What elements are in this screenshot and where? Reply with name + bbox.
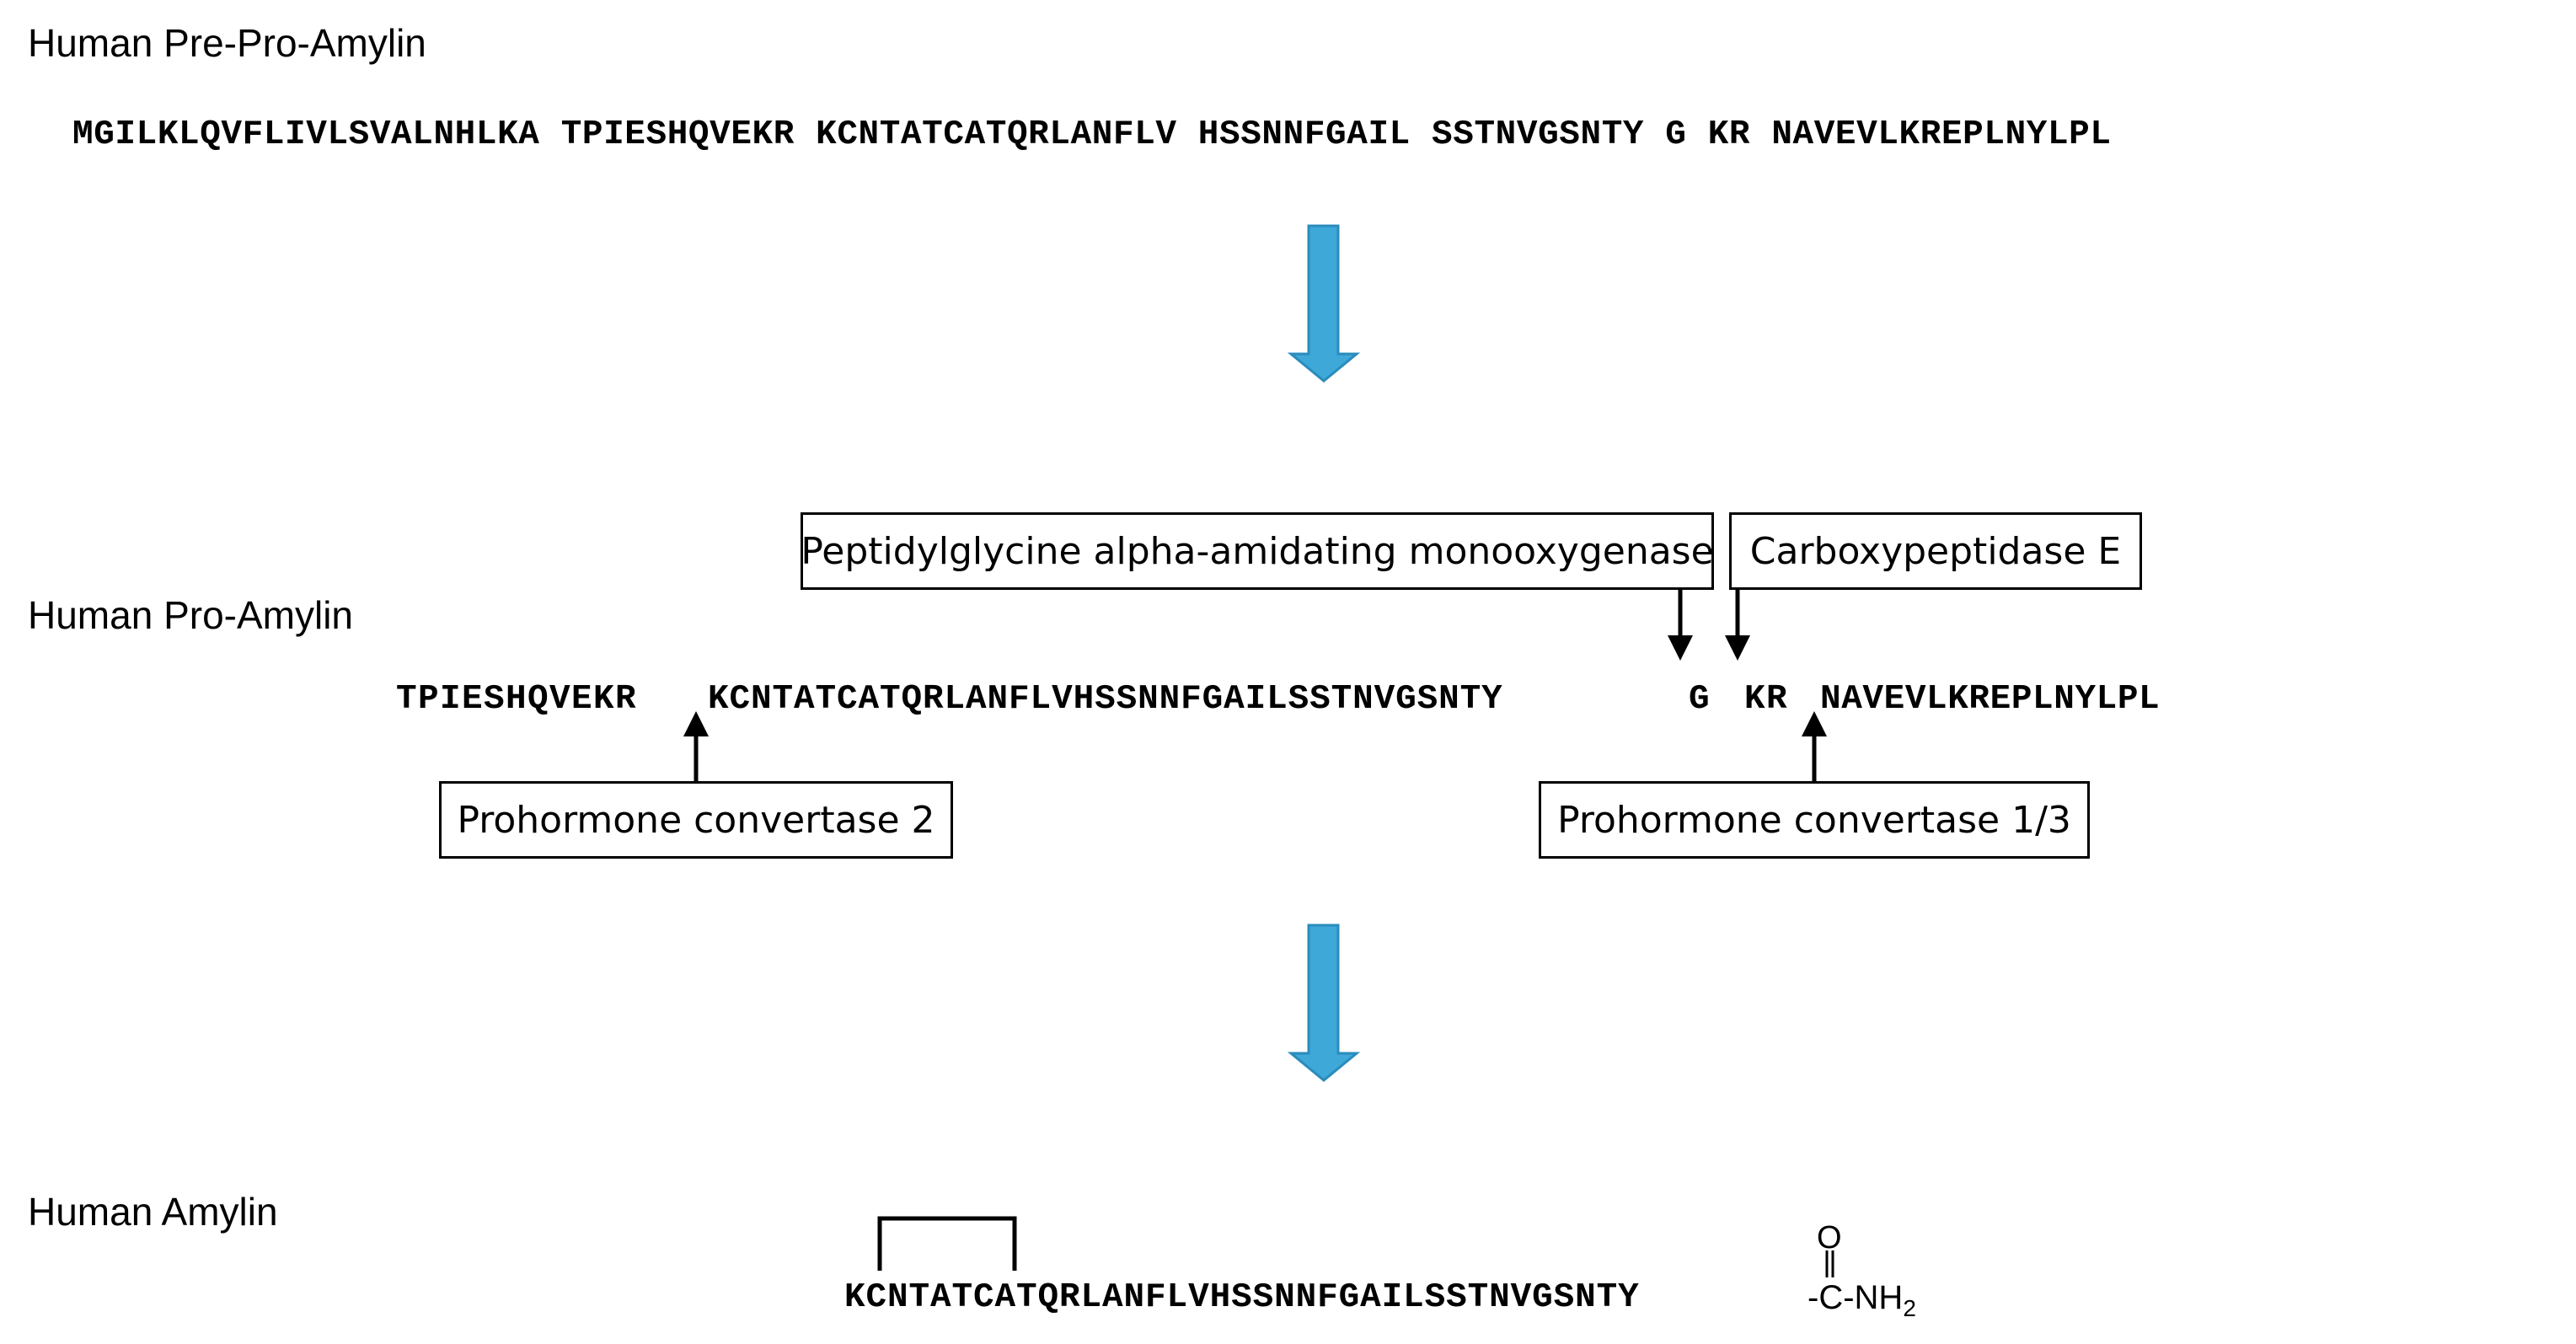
enzyme-pc2-box: Prohormone convertase 2 xyxy=(439,781,953,859)
label-amylin: Human Amylin xyxy=(28,1190,278,1234)
enzyme-pc13-label: Prohormone convertase 1/3 xyxy=(1557,798,2071,842)
flow-arrow-down-2 xyxy=(1287,924,1361,1082)
enzyme-pc13-box: Prohormone convertase 1/3 xyxy=(1539,781,2090,859)
enzyme-pam-label: Peptidylglycine alpha-amidating monooxyg… xyxy=(801,529,1714,573)
sequence-pro-amylin-pro-region: TPIESHQVEKR xyxy=(396,680,638,719)
sequence-pre-pro-amylin: MGILKLQVFLIVLSVALNHLKA TPIESHQVEKR KCNTA… xyxy=(72,115,2112,154)
sequence-amylin: KCNTATCATQRLANFLVHSSNNFGAILSSTNVGSNTY xyxy=(844,1278,1640,1317)
enzyme-pam-box: Peptidylglycine alpha-amidating monooxyg… xyxy=(801,512,1714,590)
label-pre-pro-amylin: Human Pre-Pro-Amylin xyxy=(28,21,426,65)
disulfide-bridge xyxy=(877,1216,1017,1271)
amide-group: -C-NH2 xyxy=(1807,1279,1916,1322)
flow-arrow-down-1 xyxy=(1287,224,1361,383)
amide-oxygen: O xyxy=(1817,1220,1842,1256)
sequence-pro-amylin-glycine: G xyxy=(1689,680,1710,719)
sequence-pro-amylin-core: KCNTATCATQRLANFLVHSSNNFGAILSSTNVGSNTY xyxy=(708,680,1503,719)
sequence-pro-amylin-kr: KR xyxy=(1744,680,1789,719)
label-pro-amylin: Human Pro-Amylin xyxy=(28,593,353,637)
enzyme-cpe-box: Carboxypeptidase E xyxy=(1729,512,2142,590)
enzyme-cpe-label: Carboxypeptidase E xyxy=(1749,529,2122,573)
amide-subscript: 2 xyxy=(1903,1295,1916,1321)
enzyme-pc2-label: Prohormone convertase 2 xyxy=(457,798,935,842)
sequence-pro-amylin-c-terminal: NAVEVLKREPLNYLPL xyxy=(1820,680,2161,719)
amide-c-nh: -C-NH xyxy=(1807,1279,1904,1316)
